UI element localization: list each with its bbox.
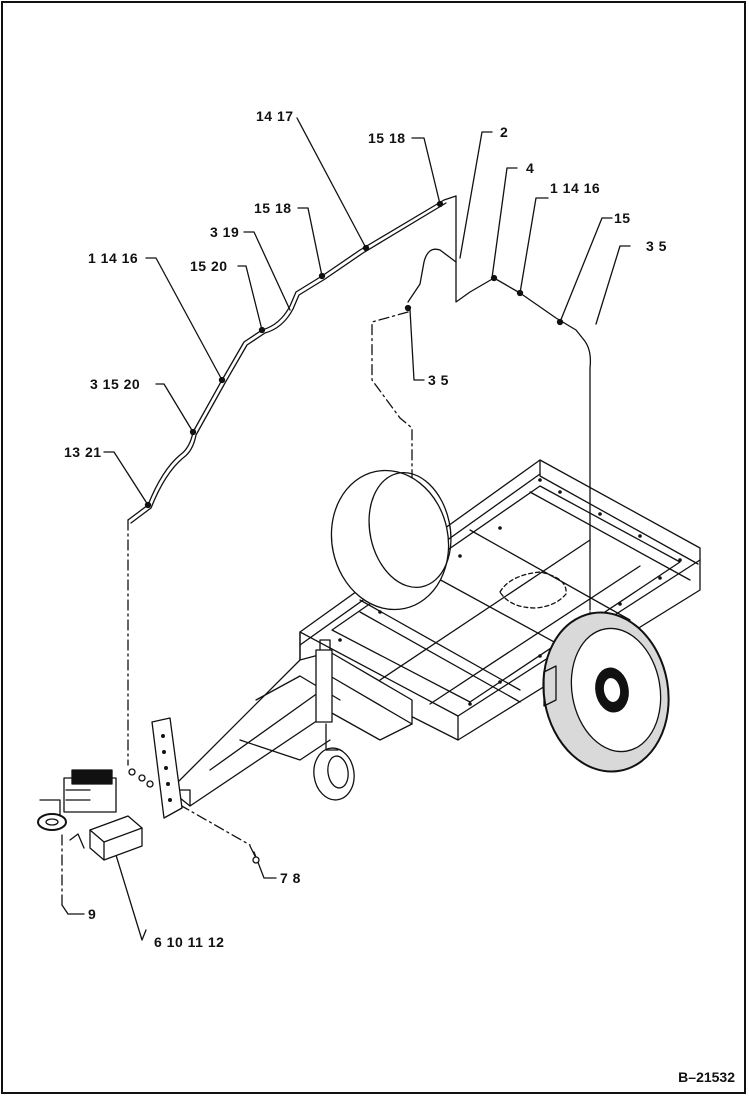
callout-3-19: 3 19 <box>210 224 240 240</box>
callout-1-14-16-left: 1 14 16 <box>88 250 139 266</box>
callout-3-15-20: 3 15 20 <box>90 376 141 392</box>
near-wheel <box>542 611 670 773</box>
brake-line-right-run <box>455 195 592 611</box>
leader-1-14-16-left <box>145 257 223 381</box>
leader-15 <box>559 217 613 323</box>
callout-13-21: 13 21 <box>64 444 102 460</box>
callout-2: 2 <box>500 124 509 140</box>
tongue-frame <box>151 639 413 819</box>
assembly-line-bolt <box>179 804 251 846</box>
fitting-10 <box>404 304 412 312</box>
leader-14-17 <box>296 117 367 249</box>
hardware-washers <box>128 768 154 788</box>
callout-3-5-center: 3 5 <box>428 372 449 388</box>
callout-7-8: 7 8 <box>280 870 301 886</box>
brake-line-loop <box>407 248 457 303</box>
leader-3-5-center <box>409 309 425 381</box>
leader-1-14-16-right <box>519 197 549 294</box>
callout-15-18-top: 15 18 <box>368 130 406 146</box>
leader-3-5-right <box>595 245 631 325</box>
brake-line-left-run-inner <box>130 202 447 524</box>
leader-13-21 <box>103 451 149 506</box>
callout-15-20: 15 20 <box>190 258 228 274</box>
hitch-mount-block <box>89 815 143 861</box>
far-wheel <box>330 469 452 611</box>
callout-15-18-mid: 15 18 <box>254 200 292 216</box>
callout-15: 15 <box>614 210 631 226</box>
callout-3-5-right: 3 5 <box>646 238 667 254</box>
mount-bolt <box>249 845 260 864</box>
leader-3-19 <box>243 231 291 311</box>
leader-3-15-20 <box>155 383 194 433</box>
leader-9 <box>61 904 85 915</box>
leader-15-18-mid <box>297 207 323 277</box>
hitch-coupler <box>37 769 117 849</box>
callout-6-10-11-12: 6 10 11 12 <box>154 934 225 950</box>
leader-15-20 <box>237 265 263 331</box>
callout-4: 4 <box>526 160 535 176</box>
assembly-line-center <box>371 311 413 479</box>
brake-line-left-run <box>127 195 457 521</box>
leader-2 <box>459 131 493 259</box>
leader-6-10-11-12 <box>111 841 147 941</box>
leader-7-8 <box>253 851 277 879</box>
leader-4 <box>491 167 518 279</box>
callout-14-17: 14 17 <box>256 108 294 124</box>
drawing-reference-number: B–21532 <box>678 1069 735 1085</box>
leader-15-18-top <box>411 137 441 205</box>
callout-1-14-16-right: 1 14 16 <box>550 180 601 196</box>
callout-9: 9 <box>88 906 97 922</box>
